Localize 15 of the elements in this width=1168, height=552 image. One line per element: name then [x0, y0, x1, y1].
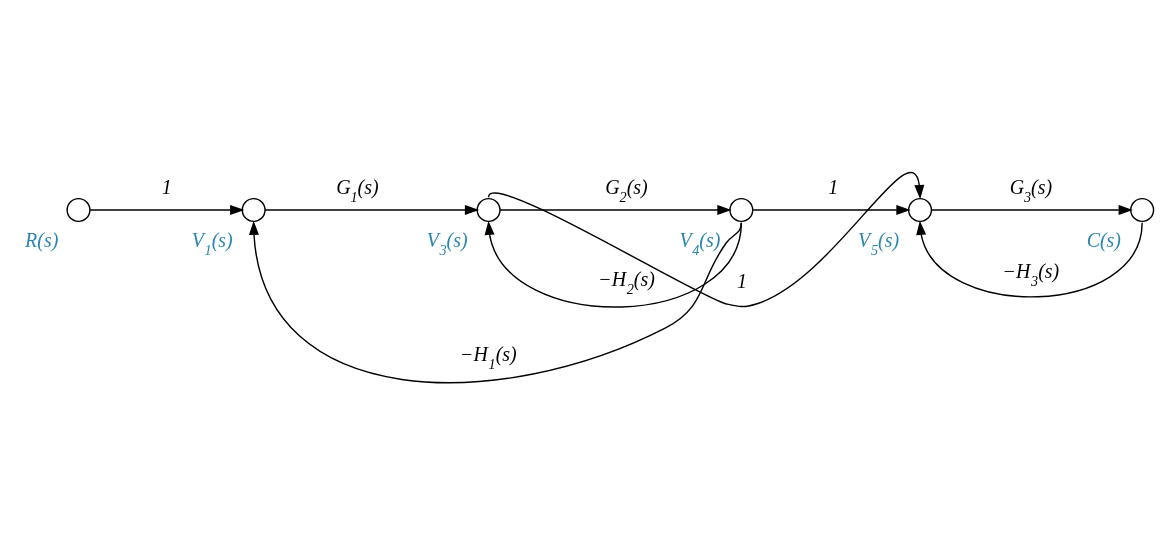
node-label: V$_{4}$(s): [679, 228, 721, 258]
edge-label: −H$_{3}$(s): [1002, 259, 1060, 289]
node-label: V$_{1}$(s): [191, 228, 233, 258]
node-label: C(s): [1086, 228, 1121, 251]
edge-label: 1: [161, 175, 172, 198]
edge-label: G$_{1}$(s): [336, 175, 379, 205]
edge-label: G$_{3}$(s): [1009, 175, 1053, 205]
edge-label: G$_{2}$(s): [605, 175, 648, 205]
edge-label: 1: [737, 269, 748, 292]
edge-label: −H$_{2}$(s): [598, 268, 655, 298]
edge-label: −H$_{1}$(s): [460, 342, 517, 372]
node-label: R(s): [25, 228, 59, 251]
node-label: V$_{5}$(s): [858, 228, 900, 258]
node-label: V$_{3}$(s): [426, 228, 468, 258]
edge-label: 1: [828, 175, 839, 198]
